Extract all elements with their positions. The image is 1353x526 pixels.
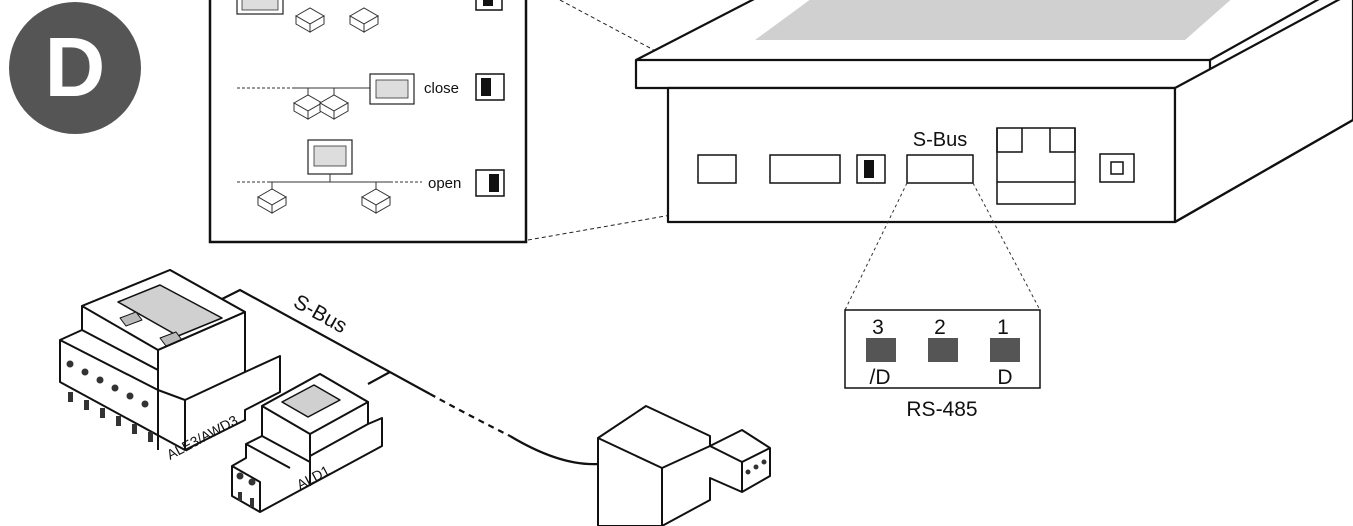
rj45-port (996, 127, 1076, 205)
rs485-pin-3 (866, 338, 896, 362)
meter-ale3 (59, 269, 281, 451)
controller-unit (634, 0, 1353, 224)
section-badge: D (9, 2, 141, 134)
badge-circle (9, 2, 141, 134)
rs485-caption: RS-485 (906, 398, 977, 421)
rs485-connector: 3 2 1 /D D (844, 309, 1041, 389)
inset-row-top (236, 0, 503, 33)
port-1 (697, 154, 737, 184)
inset-row-open: open (237, 139, 505, 214)
sbus-cable-label: S-Bus (290, 290, 351, 338)
rs485-pin-1-number: 1 (997, 316, 1009, 339)
close-label: close (424, 80, 459, 97)
rs485-pin-3-signal: /D (870, 366, 891, 389)
sbus-port (906, 154, 974, 184)
rs485-pin-3-number: 3 (872, 316, 884, 339)
sbus-port-label: S-Bus (913, 129, 967, 151)
open-label: open (428, 175, 461, 192)
controller-ports (697, 127, 1135, 205)
port-2 (769, 154, 841, 184)
meter-ald1 (231, 373, 383, 513)
termination-inset: close open (208, 0, 528, 244)
badge-letter: D (45, 20, 106, 114)
inset-row-close: close (237, 73, 505, 120)
rs485-pin-2 (928, 338, 958, 362)
rs485-pin-1-signal: D (997, 366, 1012, 389)
rs485-pin-1 (990, 338, 1020, 362)
bus-converter (597, 405, 771, 526)
display-panel (755, 0, 1231, 40)
rs485-pin-2-number: 2 (934, 316, 946, 339)
